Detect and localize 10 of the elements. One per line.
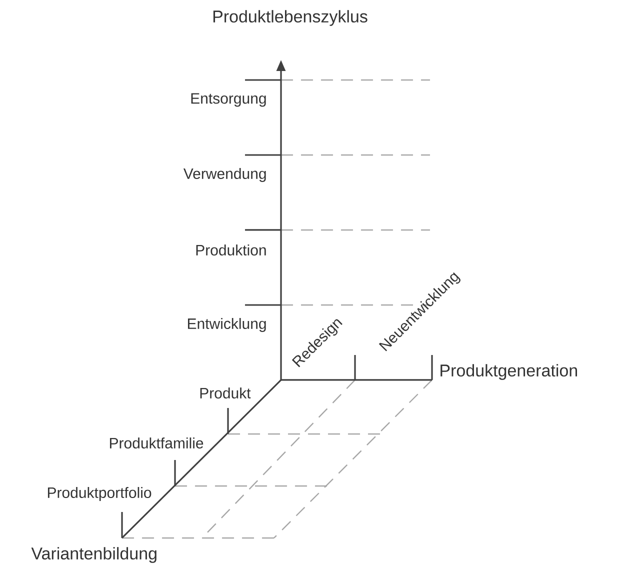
axis-title: Produktgeneration bbox=[440, 364, 577, 380]
tick-label: Verwendung bbox=[183, 168, 266, 182]
tick-label: Produktportfolio bbox=[48, 487, 152, 501]
tick-label: Produktion bbox=[196, 244, 266, 256]
tick-label: Entsorgung bbox=[191, 93, 266, 107]
tick-label: Entwicklung bbox=[188, 318, 266, 332]
tick-label: Produktfamilie bbox=[110, 437, 204, 448]
axis-title: Produktlebenszyklus bbox=[213, 10, 368, 26]
tick-label: Produkt bbox=[200, 387, 251, 398]
axis-title: Variantenbildung bbox=[31, 547, 156, 563]
